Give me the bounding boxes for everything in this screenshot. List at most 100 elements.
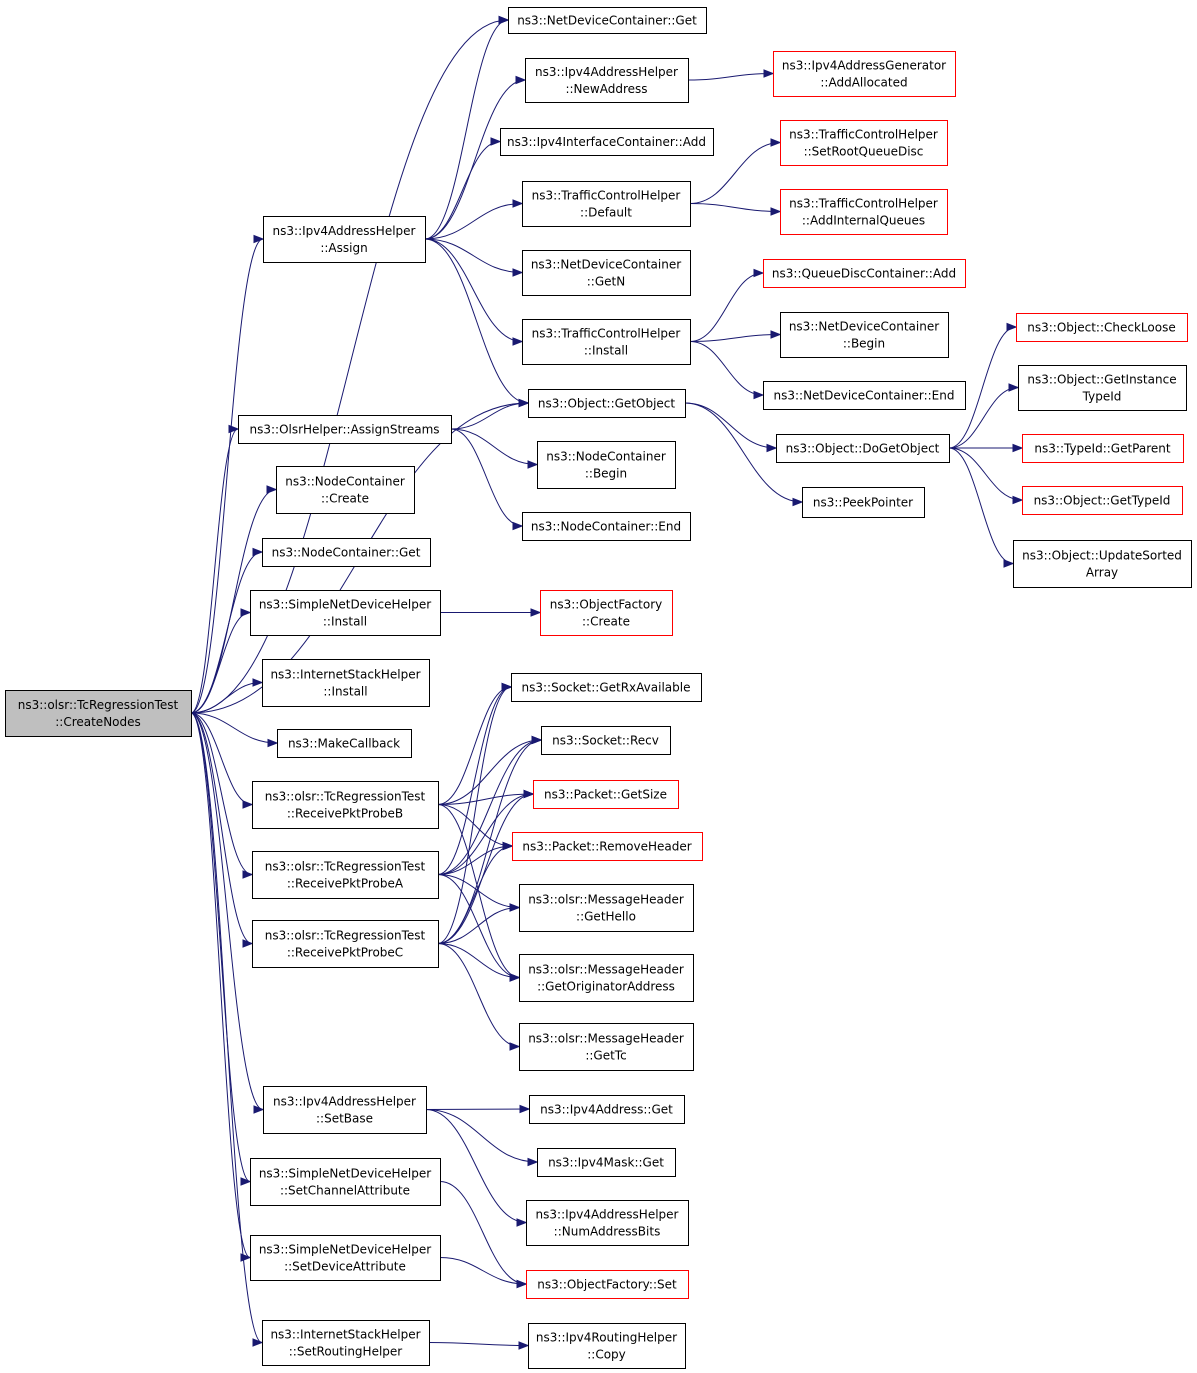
node-sndh_setchannel[interactable]: ns3::SimpleNetDeviceHelper::SetChannelAt… xyxy=(250,1158,441,1206)
edge-root-to-ish_install xyxy=(190,678,264,714)
node-tch_install[interactable]: ns3::TrafficControlHelper::Install xyxy=(522,319,691,365)
node-ipv4ic_add[interactable]: ns3::Ipv4InterfaceContainer::Add xyxy=(500,128,714,156)
node-label: ::ReceivePktProbeC xyxy=(287,946,403,960)
edge-line xyxy=(424,238,523,342)
node-olsr_assignstreams[interactable]: ns3::OlsrHelper::AssignStreams xyxy=(238,415,452,444)
edge-line xyxy=(684,402,803,503)
node-nc_create[interactable]: ns3::NodeContainer::Create xyxy=(276,466,415,514)
edge-obj_dogetobject-to-typeid_getparent xyxy=(949,443,1024,453)
node-ndc_get[interactable]: ns3::NetDeviceContainer::Get xyxy=(508,7,707,34)
node-qdc_add[interactable]: ns3::QueueDiscContainer::Add xyxy=(763,259,966,288)
node-obj_checkloose[interactable]: ns3::Object::CheckLoose xyxy=(1016,313,1188,342)
node-packet_getsize[interactable]: ns3::Packet::GetSize xyxy=(533,780,679,809)
edge-sndh_setchannel-to-of_set xyxy=(439,1181,528,1289)
edge-probe_a-to-socket_getrx xyxy=(437,682,513,875)
node-sndh_setdevice[interactable]: ns3::SimpleNetDeviceHelper::SetDeviceAtt… xyxy=(250,1235,441,1281)
node-peekpointer[interactable]: ns3::PeekPointer xyxy=(802,487,925,518)
node-of_create[interactable]: ns3::ObjectFactory::Create xyxy=(540,590,673,636)
node-ipv4addr_get[interactable]: ns3::Ipv4Address::Get xyxy=(529,1095,685,1124)
node-box xyxy=(508,7,707,34)
node-tch_setroot[interactable]: ns3::TrafficControlHelper::SetRootQueueD… xyxy=(780,120,948,166)
edge-sndh_install-to-of_create xyxy=(440,608,542,617)
node-mh_getorig[interactable]: ns3::olsr::MessageHeader::GetOriginatorA… xyxy=(519,954,694,1002)
node-probe_a[interactable]: ns3::olsr::TcRegressionTest::ReceivePktP… xyxy=(252,851,439,899)
node-box xyxy=(511,673,702,702)
node-ipv4mask_get[interactable]: ns3::Ipv4Mask::Get xyxy=(537,1148,676,1177)
edge-sndh_setdevice-to-of_set xyxy=(439,1257,528,1289)
node-box xyxy=(529,1095,685,1124)
edge-line xyxy=(689,334,781,342)
node-label: ::Assign xyxy=(320,241,367,255)
arrowhead xyxy=(509,903,521,912)
node-label: ns3::NetDeviceContainer xyxy=(789,320,939,334)
edge-olsr_assignstreams-to-obj_getobject xyxy=(450,398,530,430)
edge-line xyxy=(689,272,764,342)
node-sndh_install[interactable]: ns3::SimpleNetDeviceHelper::Install xyxy=(250,590,441,636)
node-nc_get[interactable]: ns3::NodeContainer::Get xyxy=(262,538,431,567)
edge-line xyxy=(424,238,523,273)
node-ipv4h_assign[interactable]: ns3::Ipv4AddressHelper::Assign xyxy=(263,216,426,263)
node-ipv4h_numbits[interactable]: ns3::Ipv4AddressHelper::NumAddressBits xyxy=(526,1200,689,1246)
node-obj_getobject[interactable]: ns3::Object::GetObject xyxy=(528,389,686,418)
node-label: ns3::NetDeviceContainer xyxy=(531,258,681,272)
node-ndc_getn[interactable]: ns3::NetDeviceContainer::GetN xyxy=(522,250,691,296)
node-ish_setrouting[interactable]: ns3::InternetStackHelper::SetRoutingHelp… xyxy=(262,1320,430,1366)
node-box xyxy=(541,726,671,755)
node-ipv4gen_addalloc[interactable]: ns3::Ipv4AddressGenerator::AddAllocated xyxy=(773,51,956,97)
node-packet_removeheader[interactable]: ns3::Packet::RemoveHeader xyxy=(512,832,703,861)
node-probe_b[interactable]: ns3::olsr::TcRegressionTest::ReceivePktP… xyxy=(252,781,439,829)
node-label: TypeId xyxy=(1082,390,1122,404)
edge-line xyxy=(190,712,253,875)
edge-line xyxy=(424,203,523,240)
edge-tch_install-to-qdc_add xyxy=(689,268,765,342)
node-makecallback[interactable]: ns3::MakeCallback xyxy=(277,729,412,758)
arrowhead xyxy=(240,1177,252,1186)
node-ipv4rh_copy[interactable]: ns3::Ipv4RoutingHelper::Copy xyxy=(528,1323,686,1369)
edge-line xyxy=(437,804,513,847)
node-probe_c[interactable]: ns3::olsr::TcRegressionTest::ReceivePktP… xyxy=(252,920,439,968)
edge-line xyxy=(190,238,264,714)
node-box xyxy=(763,259,966,288)
node-ipv4h_newaddr[interactable]: ns3::Ipv4AddressHelper::NewAddress xyxy=(525,58,689,103)
node-label: ::Begin xyxy=(585,467,627,481)
node-ndc_begin[interactable]: ns3::NetDeviceContainer::Begin xyxy=(780,312,949,358)
edge-root-to-probe_c xyxy=(190,712,254,948)
arrowhead xyxy=(242,939,254,948)
arrowhead xyxy=(498,15,510,25)
node-obj_gettypeid[interactable]: ns3::Object::GetTypeId xyxy=(1022,486,1183,515)
node-label: ns3::TypeId::GetParent xyxy=(1034,442,1170,456)
edge-obj_dogetobject-to-obj_checkloose xyxy=(948,322,1018,449)
edge-root-to-ish_setrouting xyxy=(190,712,264,1347)
edge-tch_install-to-ndc_end xyxy=(689,341,765,400)
node-box xyxy=(522,512,691,541)
edge-line xyxy=(948,326,1017,449)
node-mh_gettc[interactable]: ns3::olsr::MessageHeader::GetTc xyxy=(519,1023,694,1071)
node-label: ::SetRoutingHelper xyxy=(289,1345,403,1359)
node-nc_begin[interactable]: ns3::NodeContainer::Begin xyxy=(537,441,676,489)
node-nc_end[interactable]: ns3::NodeContainer::End xyxy=(522,512,691,541)
node-ipv4h_setbase[interactable]: ns3::Ipv4AddressHelper::SetBase xyxy=(263,1086,427,1134)
node-of_set[interactable]: ns3::ObjectFactory::Set xyxy=(526,1270,689,1299)
arrowhead xyxy=(267,738,279,748)
node-ndc_end[interactable]: ns3::NetDeviceContainer::End xyxy=(763,381,966,410)
node-socket_recv[interactable]: ns3::Socket::Recv xyxy=(541,726,671,755)
node-ish_install[interactable]: ns3::InternetStackHelper::Install xyxy=(262,659,430,707)
node-tch_default[interactable]: ns3::TrafficControlHelper::Default xyxy=(522,181,691,227)
node-mh_gethello[interactable]: ns3::olsr::MessageHeader::GetHello xyxy=(519,884,694,932)
edge-line xyxy=(439,1181,527,1285)
arrowhead xyxy=(1003,559,1015,568)
node-socket_getrx[interactable]: ns3::Socket::GetRxAvailable xyxy=(511,673,702,702)
node-typeid_getparent[interactable]: ns3::TypeId::GetParent xyxy=(1022,434,1184,463)
arrowhead xyxy=(519,1104,531,1114)
node-label: ns3::InternetStackHelper xyxy=(270,668,420,682)
node-obj_dogetobject[interactable]: ns3::Object::DoGetObject xyxy=(776,434,950,463)
arrowhead xyxy=(530,608,542,617)
arrowhead xyxy=(753,390,765,400)
node-box xyxy=(525,58,689,103)
node-tch_addinternal[interactable]: ns3::TrafficControlHelper::AddInternalQu… xyxy=(780,189,948,235)
node-label: ::SetChannelAttribute xyxy=(280,1184,410,1198)
node-label: ns3::olsr::TcRegressionTest xyxy=(265,790,426,804)
node-root[interactable]: ns3::olsr::TcRegressionTest::CreateNodes xyxy=(5,690,192,737)
